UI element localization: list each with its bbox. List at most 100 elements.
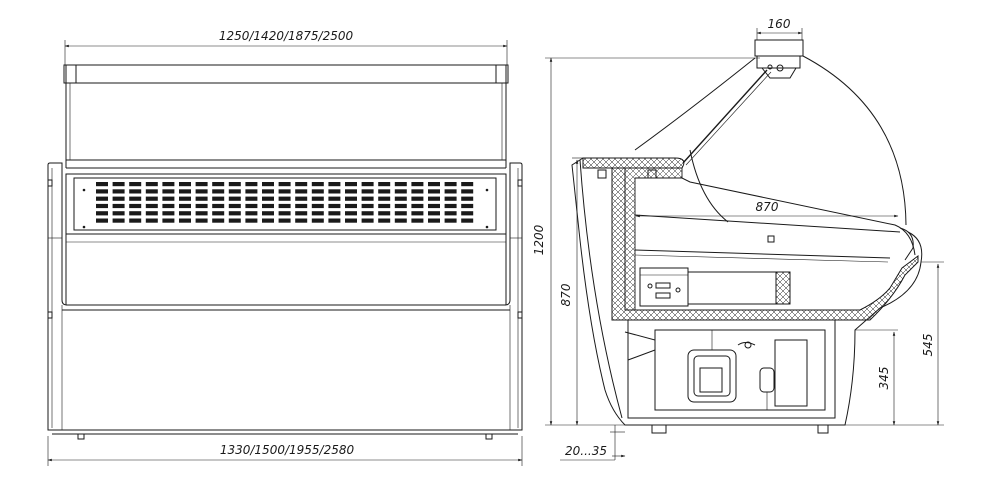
grille-slot — [278, 218, 291, 223]
grille-slot — [228, 182, 241, 187]
grille-slot — [262, 189, 274, 194]
grille-slot — [129, 211, 142, 216]
grille-slot — [145, 218, 158, 223]
total-height-label: 1200 — [532, 224, 546, 255]
grille-slot — [361, 189, 374, 194]
grille-slot — [394, 189, 407, 194]
grille-slot — [212, 218, 225, 223]
grille-slot — [295, 189, 308, 194]
grille-slot — [295, 218, 308, 223]
grille-slot — [311, 203, 324, 209]
grille-slot — [179, 218, 191, 223]
grille-slot — [195, 211, 208, 216]
grille-slot — [112, 182, 125, 187]
grille-slot — [96, 189, 108, 194]
grille-slot — [212, 182, 225, 187]
grille-slot — [295, 211, 308, 216]
foot-adjust-label: 20...35 — [565, 444, 607, 458]
grille-slot — [179, 189, 191, 194]
grille-slot — [328, 196, 341, 201]
grille-slot — [112, 196, 125, 201]
grille-slot — [245, 218, 258, 223]
ventilation-grille — [96, 182, 474, 223]
grille-slot — [394, 196, 407, 201]
grille-slot — [96, 182, 108, 187]
grille-slot — [278, 182, 291, 187]
grille-slot — [361, 203, 374, 209]
grille-slot — [129, 203, 142, 209]
grille-slot — [394, 211, 407, 216]
grille-slot — [212, 189, 225, 194]
grille-slot — [378, 203, 391, 209]
grille-slot — [444, 182, 457, 187]
grille-slot — [345, 189, 357, 194]
grille-slot — [278, 203, 291, 209]
grille-slot — [428, 196, 440, 201]
grille-slot — [179, 211, 191, 216]
grille-slot — [228, 189, 241, 194]
grille-slot — [378, 211, 391, 216]
grille-slot — [145, 182, 158, 187]
grille-slot — [411, 189, 424, 194]
grille-slot — [195, 218, 208, 223]
front-bottom-width-label: 1330/1500/1955/2580 — [220, 443, 355, 457]
grille-slot — [345, 203, 357, 209]
grille-slot — [195, 189, 208, 194]
grille-slot — [245, 182, 258, 187]
grille-slot — [461, 211, 474, 216]
grille-slot — [394, 203, 407, 209]
grille-slot — [345, 196, 357, 201]
front-view: 1250/1420/1875/2500 — [47, 29, 523, 466]
grille-slot — [112, 203, 125, 209]
grille-slot — [428, 211, 440, 216]
grille-slot — [179, 182, 191, 187]
grille-slot — [311, 211, 324, 216]
grille-slot — [129, 218, 142, 223]
grille-slot — [295, 203, 308, 209]
grille-slot — [195, 182, 208, 187]
grille-slot — [179, 203, 191, 209]
front-height-label: 545 — [921, 334, 935, 357]
grille-slot — [311, 196, 324, 201]
grille-slot — [444, 218, 457, 223]
grille-slot — [394, 218, 407, 223]
grille-slot — [328, 203, 341, 209]
grille-slot — [212, 211, 225, 216]
grille-slot — [145, 196, 158, 201]
front-top-width-label: 1250/1420/1875/2500 — [219, 29, 354, 43]
grille-slot — [428, 218, 440, 223]
grille-slot — [112, 218, 125, 223]
grille-slot — [428, 203, 440, 209]
grille-slot — [361, 211, 374, 216]
grille-slot — [461, 189, 474, 194]
grille-slot — [411, 203, 424, 209]
grille-slot — [228, 218, 241, 223]
grille-slot — [228, 203, 241, 209]
grille-slot — [311, 182, 324, 187]
grille-slot — [361, 182, 374, 187]
grille-slot — [179, 196, 191, 201]
grille-slot — [96, 196, 108, 201]
grille-slot — [311, 218, 324, 223]
grille-slot — [129, 189, 142, 194]
side-view: 160 870 — [532, 17, 944, 461]
grille-slot — [378, 218, 391, 223]
grille-slot — [444, 203, 457, 209]
grille-slot — [262, 218, 274, 223]
grille-slot — [212, 196, 225, 201]
grille-slot — [145, 211, 158, 216]
grille-slot — [162, 196, 175, 201]
grille-slot — [129, 196, 142, 201]
grille-slot — [328, 218, 341, 223]
grille-slot — [96, 211, 108, 216]
grille-slot — [145, 203, 158, 209]
grille-slot — [162, 189, 175, 194]
grille-slot — [345, 218, 357, 223]
grille-slot — [328, 182, 341, 187]
grille-slot — [278, 211, 291, 216]
grille-slot — [212, 203, 225, 209]
lamp-width-label: 160 — [768, 17, 791, 31]
grille-slot — [394, 182, 407, 187]
counter-height-label: 870 — [559, 283, 573, 306]
